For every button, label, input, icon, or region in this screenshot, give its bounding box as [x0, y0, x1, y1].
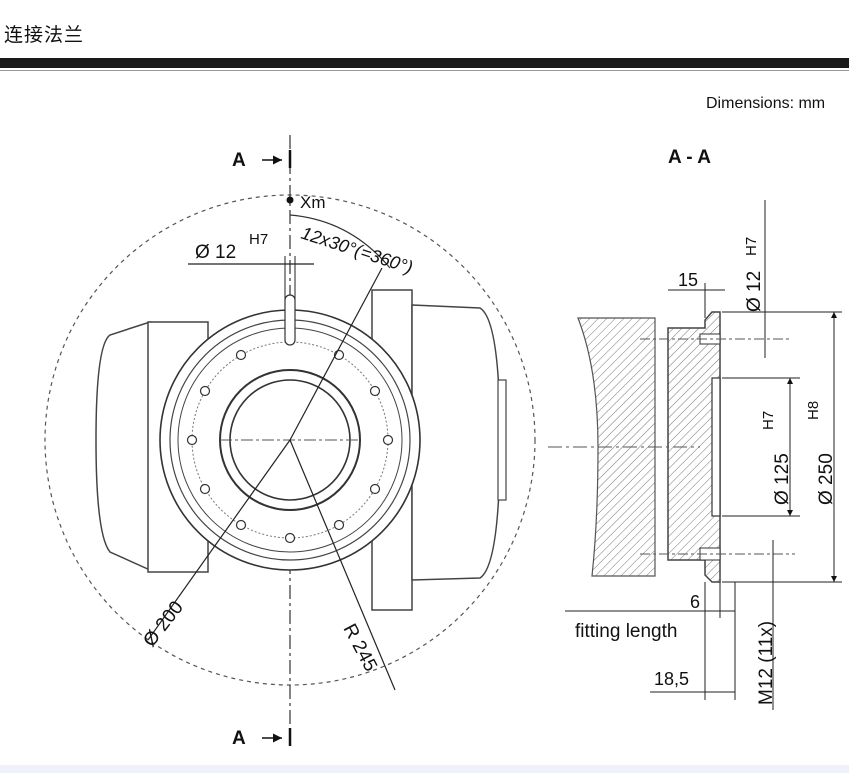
angle-arc [289, 214, 391, 269]
section-pin-diameter: Ø 12 [744, 271, 765, 312]
bore-diameter-label: Ø 125 [772, 453, 793, 505]
right-motor-cap [411, 304, 501, 581]
front-view: Xm 12x30°(=360°) Ø 12 H7 Ø 200 R 245 A A [44, 135, 536, 749]
radius-245-leader [289, 439, 396, 691]
dim-18-5-label: 18,5 [654, 669, 689, 689]
radius-245-label: R 245 [339, 620, 381, 675]
pin-slot [284, 294, 296, 346]
dim-6-label: 6 [690, 592, 700, 612]
left-motor-cap [95, 320, 151, 572]
section-title: A - A [668, 147, 711, 168]
right-motor-end [497, 379, 507, 501]
section-pin-tolerance: H7 [743, 237, 760, 256]
pin-tolerance-label: H7 [249, 231, 268, 248]
section-marker-top: A [232, 150, 246, 171]
diameter-200-label: Ø 200 [139, 597, 187, 651]
angle-leader [289, 267, 383, 441]
section-view: A - A 15 Ø 12 H7 Ø 125 H7 Ø 250 H8 [548, 147, 842, 710]
section-marker-bottom: A [232, 728, 246, 749]
outer-tolerance-label: H8 [805, 401, 822, 420]
flange-bore-face [711, 377, 721, 517]
xm-label: Xm [300, 193, 326, 212]
bore-tolerance-label: H7 [760, 411, 777, 430]
bolt-pattern-label: 12x30°(=360°) [299, 223, 415, 278]
page-title: 连接法兰 [4, 25, 85, 46]
bottom-strip [0, 765, 849, 773]
diameter-200-leader [147, 439, 291, 641]
dim-15-label: 15 [678, 270, 698, 290]
outer-diameter-label: Ø 250 [816, 453, 837, 505]
thread-label: M12 (11x) [756, 621, 777, 705]
pin-diameter-label: Ø 12 [195, 242, 236, 263]
xm-point [286, 196, 294, 204]
units-note: Dimensions: mm [706, 95, 825, 112]
header-rule-thin [0, 70, 849, 71]
header-rule [0, 58, 849, 68]
bolt-holes [186, 349, 394, 544]
fitting-length-label: fitting length [575, 621, 677, 642]
